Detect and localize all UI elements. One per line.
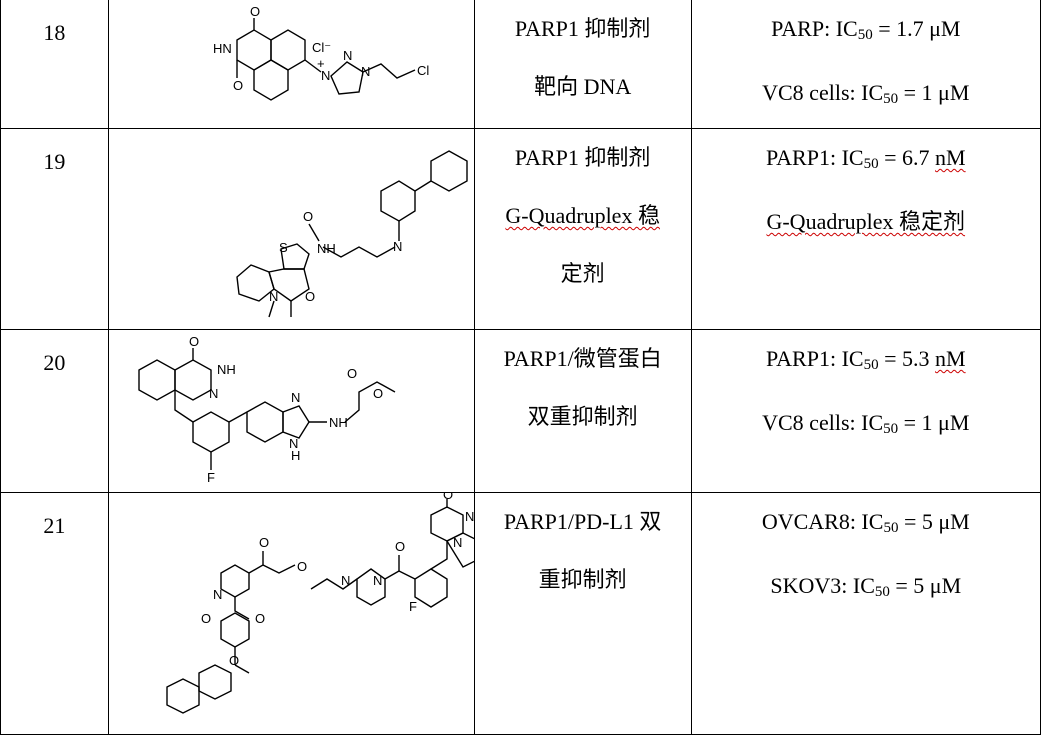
category-line: PARP1 抑制剂 <box>514 145 651 170</box>
atom-label: N <box>213 587 222 602</box>
category-cell: PARP1 抑制剂 靶向 DNA <box>473 0 692 129</box>
structure-cell: O NH N N NH O O N H F <box>107 329 475 493</box>
atom-label: O <box>443 493 453 502</box>
atom-label: N <box>321 68 330 83</box>
category-line: PARP1 抑制剂 <box>514 16 651 41</box>
category-line: 靶向 DNA <box>534 74 632 99</box>
atom-label: O <box>255 611 265 626</box>
table-row: 18 O HN O Cl⁻ N N N + Cl PARP1 <box>0 0 1041 129</box>
category-line: PARP1/PD-L1 双 <box>503 509 662 534</box>
atom-label: Cl <box>417 63 429 78</box>
table-row: 19 S N NH O N O PARP1 抑制剂 <box>0 128 1041 330</box>
activity-cell: PARP1: IC50 = 6.7 nM G-Quadruplex 稳定剂 <box>690 128 1041 330</box>
chemical-structure-20: O NH N N NH O O N H F <box>138 334 396 485</box>
atom-label: HN <box>213 41 232 56</box>
atom-label: NH <box>329 415 348 430</box>
atom-label: O <box>297 559 307 574</box>
atom-label: N <box>209 386 218 401</box>
table-row: 21 O NH N <box>0 487 1041 735</box>
atom-label: Cl⁻ <box>312 40 331 55</box>
atom-label: F <box>409 599 417 614</box>
atom-label: O <box>259 535 269 550</box>
category-line: PARP1/微管蛋白 <box>503 346 662 371</box>
atom-label: O <box>305 289 315 304</box>
activity-cell: OVCAR8: IC50 = 5 μM SKOV3: IC50 = 5 μM <box>690 492 1041 735</box>
atom-label: O <box>201 611 211 626</box>
chemical-structure-19: S N NH O N O <box>236 150 468 318</box>
activity-cell: PARP: IC50 = 1.7 μM VC8 cells: IC50 = 1 … <box>690 0 1041 129</box>
atom-label: O <box>229 653 239 668</box>
activity-line: SKOV3: IC50 = 5 μM <box>770 573 962 600</box>
atom-label: H <box>291 448 300 463</box>
category-line: 定剂 <box>560 261 605 286</box>
activity-line: PARP1: IC50 = 6.7 nM <box>765 145 966 172</box>
atom-label: O <box>303 209 313 224</box>
compound-number: 21 <box>0 492 109 735</box>
activity-line: G-Quadruplex 稳定剂 <box>766 209 966 234</box>
atom-label: O <box>250 4 260 19</box>
atom-label: N <box>373 573 382 588</box>
compound-number: 20 <box>0 329 109 493</box>
activity-line: VC8 cells: IC50 = 1 μM <box>762 80 970 107</box>
activity-line: OVCAR8: IC50 = 5 μM <box>761 509 970 536</box>
atom-label: N <box>361 64 370 79</box>
activity-line: VC8 cells: IC50 = 1 μM <box>762 410 970 437</box>
atom-label: N <box>289 436 298 451</box>
compound-number: 19 <box>0 128 109 330</box>
atom-label: O <box>189 334 199 349</box>
atom-label: N <box>393 239 402 254</box>
chemical-structure-21: O NH N O O O N N N F O O O <box>166 487 484 714</box>
atom-label: N <box>341 573 350 588</box>
category-line: 重抑制剂 <box>538 567 627 592</box>
activity-cell: PARP1: IC50 = 5.3 nM VC8 cells: IC50 = 1… <box>690 329 1041 493</box>
category-cell: PARP1 抑制剂 G-Quadruplex 稳 定剂 <box>473 128 692 330</box>
atom-label: O <box>373 386 383 401</box>
chemical-structure-18: O HN O Cl⁻ N N N + Cl <box>213 4 429 101</box>
activity-line: PARP: IC50 = 1.7 μM <box>771 16 961 43</box>
category-line: 双重抑制剂 <box>527 404 638 429</box>
atom-label: NH <box>217 362 236 377</box>
atom-label: N <box>453 535 462 550</box>
category-line: G-Quadruplex 稳 <box>505 203 660 228</box>
atom-label: + <box>317 56 325 71</box>
atom-label: N <box>269 289 278 304</box>
atom-label: O <box>395 539 405 554</box>
category-cell: PARP1/PD-L1 双 重抑制剂 <box>473 492 692 735</box>
atom-label: F <box>207 470 215 485</box>
structure-cell: S N NH O N O <box>107 128 475 330</box>
compound-number: 18 <box>0 0 109 129</box>
category-cell: PARP1/微管蛋白 双重抑制剂 <box>473 329 692 493</box>
atom-label: S <box>279 240 288 255</box>
structure-cell: O NH N O O O N N N F O O O <box>107 487 484 735</box>
atom-label: NH <box>465 509 474 524</box>
atom-label: O <box>233 78 243 93</box>
activity-line: PARP1: IC50 = 5.3 nM <box>765 346 966 373</box>
atom-label: N <box>343 48 352 63</box>
atom-label: NH <box>317 241 336 256</box>
atom-label: N <box>291 390 300 405</box>
table-row: 20 O NH N N NH O O N <box>0 329 1041 493</box>
structure-cell: O HN O Cl⁻ N N N + Cl <box>107 0 475 129</box>
atom-label: O <box>347 366 357 381</box>
